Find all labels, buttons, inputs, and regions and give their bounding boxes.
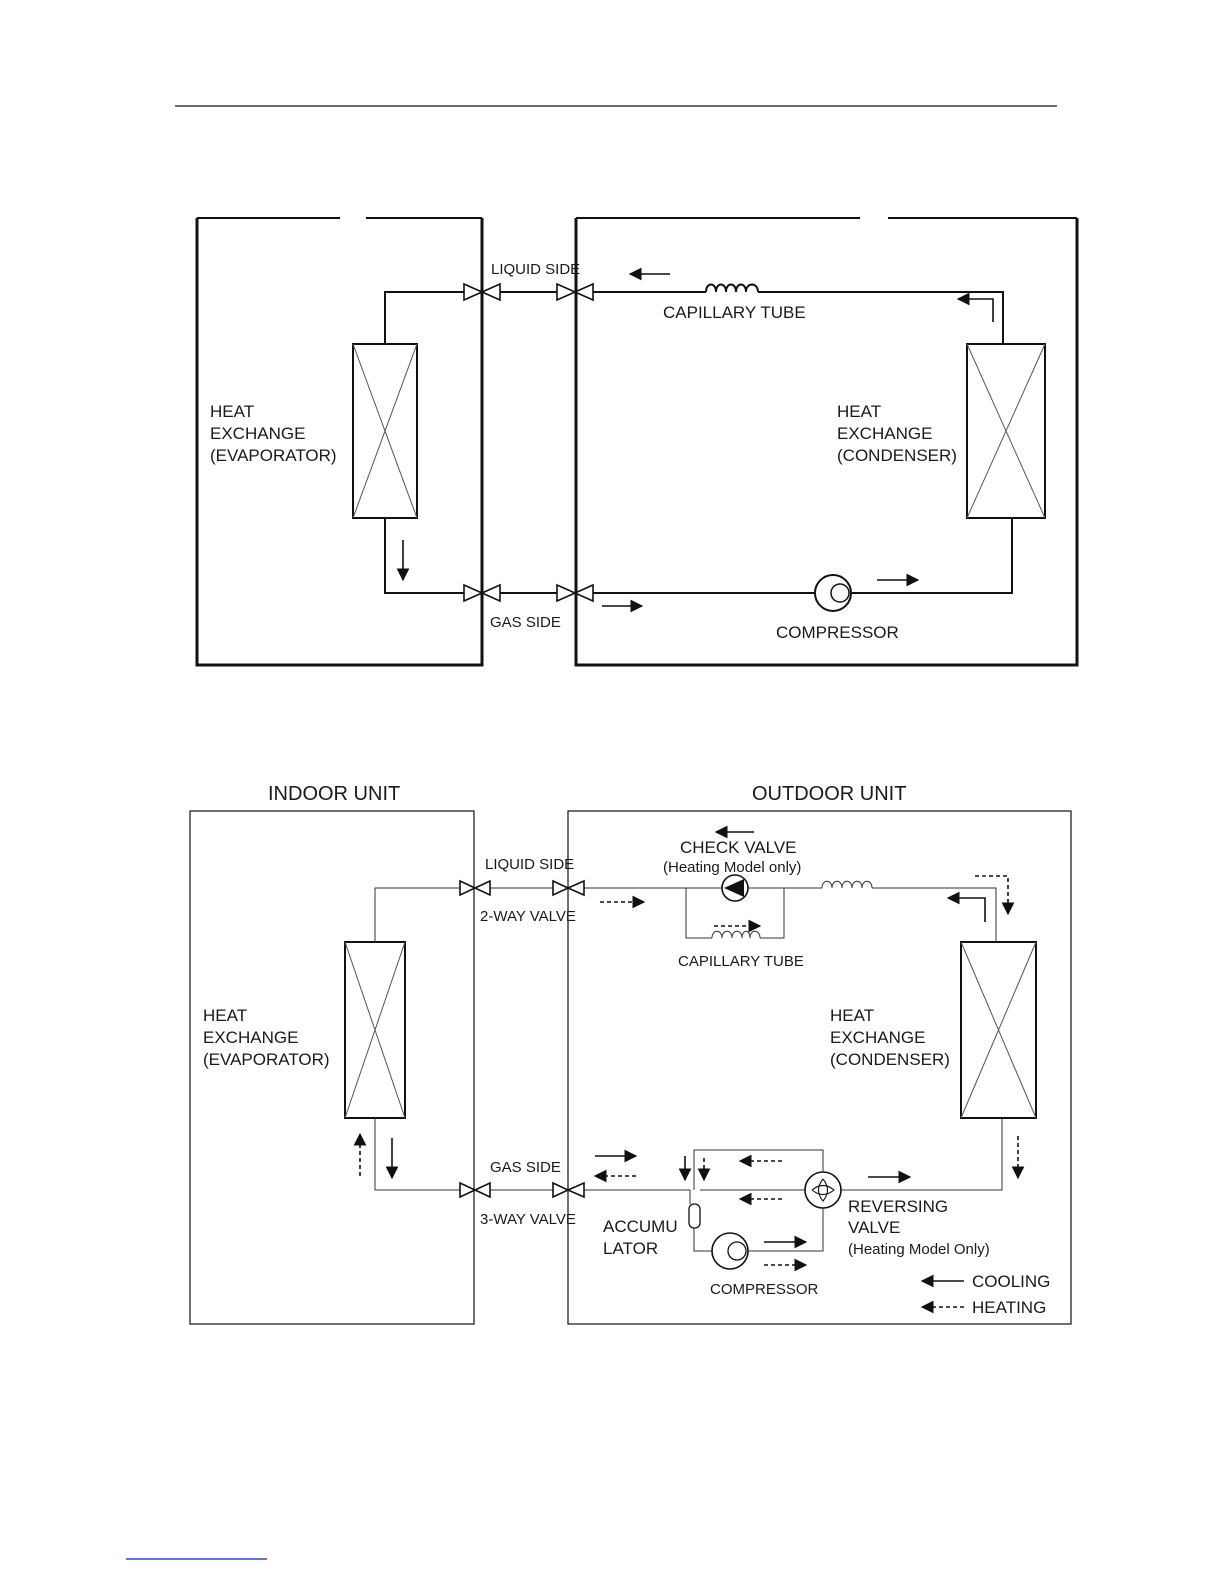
capillary-tube-coil [711,930,761,939]
diagram-heat-pump: INDOOR UNIT OUTDOOR UNIT [189,783,1072,1325]
compressor-label: COMPRESSOR [710,1281,819,1298]
two-way-valve-outdoor [552,879,585,897]
capillary-tube-coil [821,880,873,889]
two-way-valve-label: 2-WAY VALVE [480,908,576,925]
gas-side-valve-indoor [463,583,501,603]
capillary-tube-coil [705,283,759,293]
capillary-tube-label: CAPILLARY TUBE [663,303,806,322]
evaporator-label: HEAT EXCHANGE (EVAPORATOR) [203,1006,330,1069]
legend-cooling-label: COOLING [972,1272,1050,1291]
liquid-side-label: LIQUID SIDE [491,261,580,278]
check-valve-label: CHECK VALVE [680,838,797,857]
outdoor-unit-title: OUTDOOR UNIT [752,783,906,805]
gas-side-valve-outdoor [556,583,594,603]
condenser-label: HEAT EXCHANGE (CONDENSER) [830,1006,950,1069]
compressor-label: COMPRESSOR [776,623,899,642]
capillary-tube-label: CAPILLARY TUBE [678,953,804,970]
liquid-side-label: LIQUID SIDE [485,856,574,873]
reversing-valve-label: REVERSING VALVE (Heating Model Only) [848,1197,990,1258]
three-way-valve-indoor [459,1181,491,1199]
indoor-frame [189,810,475,1325]
legend-heating-label: HEATING [972,1298,1046,1317]
reversing-valve-symbol [804,1171,842,1209]
gas-side-label: GAS SIDE [490,614,561,631]
heating-flow-arrow [975,875,1015,916]
condenser-heat-exchanger [960,941,1037,1119]
condenser-label: HEAT EXCHANGE (CONDENSER) [837,402,957,465]
compressor-symbol [814,574,852,612]
liquid-side-valve-indoor [463,282,501,302]
condenser-heat-exchanger [966,343,1046,519]
three-way-valve-outdoor [552,1181,585,1199]
flow-legend: COOLING HEATING [920,1272,1050,1317]
accumulator-symbol [688,1203,701,1229]
evaporator-label: HEAT EXCHANGE (EVAPORATOR) [210,402,337,465]
indoor-unit-title: INDOOR UNIT [268,783,400,805]
flow-arrow [956,292,994,322]
liquid-side-valve-outdoor [556,282,594,302]
gas-side-label: GAS SIDE [490,1159,561,1176]
accumulator-label: ACCUMU LATOR [603,1217,682,1258]
evaporator-heat-exchanger [344,941,406,1119]
outdoor-frame [574,218,1079,667]
indoor-frame [195,218,484,667]
outdoor-frame [567,810,1072,1325]
diagram-cooling-only: LIQUID SIDE GAS SIDE CAPILLARY TUBE COMP… [195,217,1079,667]
check-valve-note: (Heating Model only) [663,859,801,876]
cooling-flow-arrow [946,891,986,922]
three-way-valve-label: 3-WAY VALVE [480,1211,576,1228]
evaporator-heat-exchanger [352,343,418,519]
check-valve-symbol [721,874,749,902]
compressor-symbol [711,1232,749,1270]
two-way-valve-indoor [459,879,491,897]
